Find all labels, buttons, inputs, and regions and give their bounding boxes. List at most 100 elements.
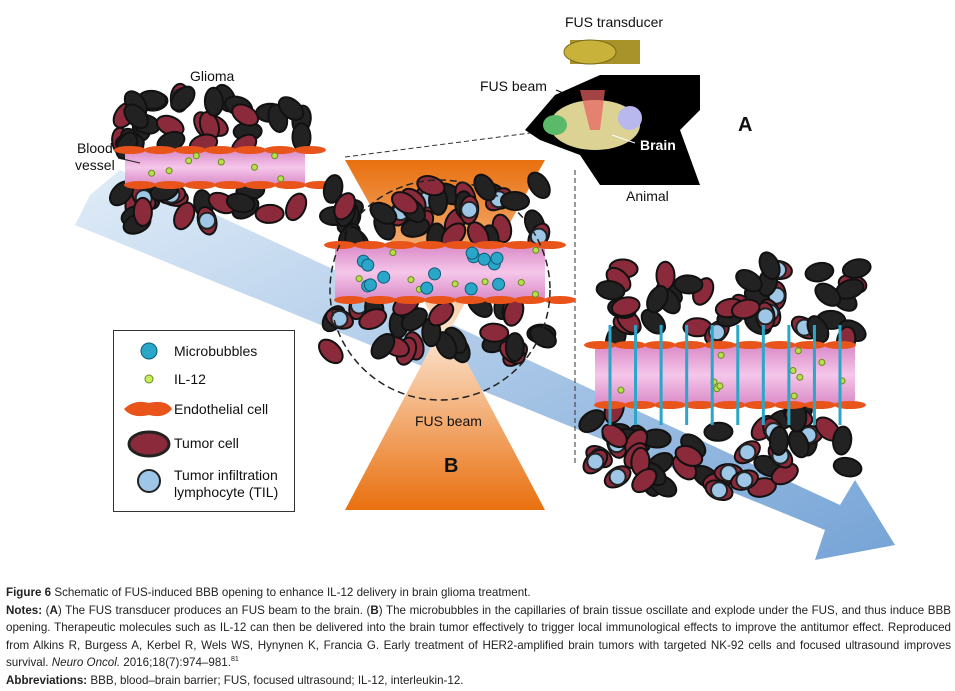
tumor-cell — [428, 301, 455, 327]
microbubble — [465, 246, 479, 260]
notes-heading: Notes: — [6, 603, 43, 617]
tumor-cell — [832, 425, 853, 456]
il12-particle — [355, 275, 363, 283]
citation: 2016;18(7):974–981. — [120, 656, 231, 669]
figure-caption-title: Figure 6 Schematic of FUS-induced BBB op… — [6, 584, 951, 602]
endothelial-cell-icon — [124, 401, 172, 417]
glioma-label: Glioma — [190, 68, 235, 84]
endothelial-cell — [184, 181, 216, 189]
il12-particle — [407, 276, 415, 284]
il12-particle — [271, 152, 279, 160]
dashed-guide — [344, 132, 531, 158]
tumor-cell — [322, 174, 344, 204]
abbreviations: Abbreviations: BBB, blood–brain barrier;… — [6, 672, 951, 690]
legend-icons — [124, 342, 172, 493]
endothelial-cell — [714, 401, 746, 409]
il12-particle — [790, 392, 798, 400]
il12-particle — [531, 290, 539, 298]
blood-vessel-label-line2: vessel — [75, 157, 115, 173]
legend-til-line2: lymphocyte (TIL) — [174, 484, 279, 500]
endothelial-cell — [114, 146, 146, 154]
notes-b: B — [370, 603, 379, 617]
endothelial-cell — [584, 341, 616, 349]
fus-beam-small — [580, 90, 605, 130]
legend: Microbubbles IL-12 Endothelial cell Tumo… — [113, 330, 295, 512]
til-cell — [738, 443, 757, 462]
brain-region — [618, 106, 642, 130]
endothelial-cell — [424, 296, 456, 304]
til-cell — [756, 307, 775, 326]
tumor-cell — [631, 468, 658, 494]
il12-particle — [818, 358, 826, 366]
endothelial-cell — [834, 401, 866, 409]
figure-number: Figure 6 — [6, 586, 52, 599]
tumor-cell — [646, 285, 669, 314]
figure-title: Schematic of FUS-induced BBB opening to … — [51, 586, 531, 599]
endothelial-cell — [444, 241, 476, 249]
endothelial-cell — [484, 296, 516, 304]
legend-endothelial-cell: Endothelial cell — [174, 401, 269, 417]
tumor-cell — [479, 322, 510, 343]
endothelial-cell — [794, 341, 826, 349]
il12-particle — [717, 351, 725, 359]
endothelial-cell — [394, 296, 426, 304]
endothelial-cell — [624, 401, 656, 409]
endothelial-cell — [204, 146, 236, 154]
til-cell — [735, 471, 754, 490]
til-cell — [586, 452, 605, 471]
tumor-cell — [578, 409, 606, 434]
il12-particle — [389, 249, 397, 257]
tumor-cell — [170, 85, 196, 112]
blood-vessel-label-line1: Blood — [76, 140, 113, 156]
panel-a-label: A — [738, 114, 753, 136]
til-cell — [710, 481, 729, 500]
abbreviations-heading: Abbreviations: — [6, 673, 88, 687]
fus-transducer-label: FUS transducer — [565, 14, 664, 30]
endothelial-cell — [804, 401, 836, 409]
tumor-cell — [203, 86, 224, 117]
microbubble — [490, 251, 504, 265]
tumor-cell — [277, 96, 305, 121]
tumor-cell — [730, 298, 761, 320]
tumor-cell — [595, 280, 626, 301]
endothelial-cell — [214, 181, 246, 189]
notes-a: A — [49, 603, 58, 617]
tumor-cell — [758, 251, 781, 281]
tumor-cell — [123, 103, 149, 129]
microbubble — [492, 277, 506, 291]
endothelial-cell — [244, 181, 276, 189]
tumor-cell — [231, 103, 260, 127]
il12-icon — [144, 374, 154, 384]
legend-il12: IL-12 — [174, 371, 206, 387]
il12-particle — [532, 246, 540, 254]
tumor-cell — [358, 308, 388, 331]
tumor-cell — [473, 173, 497, 202]
il12-particle — [148, 169, 156, 177]
endothelial-cell — [674, 341, 706, 349]
tumor-cell — [674, 444, 704, 467]
tumor-cell — [814, 282, 842, 307]
tumor-cell — [841, 258, 872, 279]
journal-name: Neuro Oncol. — [51, 656, 121, 669]
schematic-figure — [75, 39, 895, 560]
endothelial-cell — [364, 296, 396, 304]
il12-particle — [796, 373, 804, 381]
il12-particle — [517, 278, 525, 286]
endothelial-cell — [764, 341, 796, 349]
panel-b-label: B — [444, 455, 459, 477]
figure-notes: Notes: (A) The FUS transducer produces a… — [6, 602, 951, 672]
tumor-cell — [703, 421, 734, 442]
endothelial-cell — [504, 241, 536, 249]
notes-text: ) The FUS transducer produces an FUS bea… — [57, 603, 371, 617]
tumor-cell — [504, 332, 525, 363]
endothelial-cell — [704, 341, 736, 349]
microbubble — [377, 270, 391, 284]
magnified-region — [329, 179, 551, 401]
til-cell — [198, 211, 217, 230]
il12-particle — [451, 280, 459, 288]
il12-particle — [617, 386, 625, 394]
tumor-cell — [735, 268, 763, 293]
tumor-cell — [601, 423, 628, 449]
endothelial-cell — [654, 401, 686, 409]
il12-particle — [277, 175, 285, 183]
